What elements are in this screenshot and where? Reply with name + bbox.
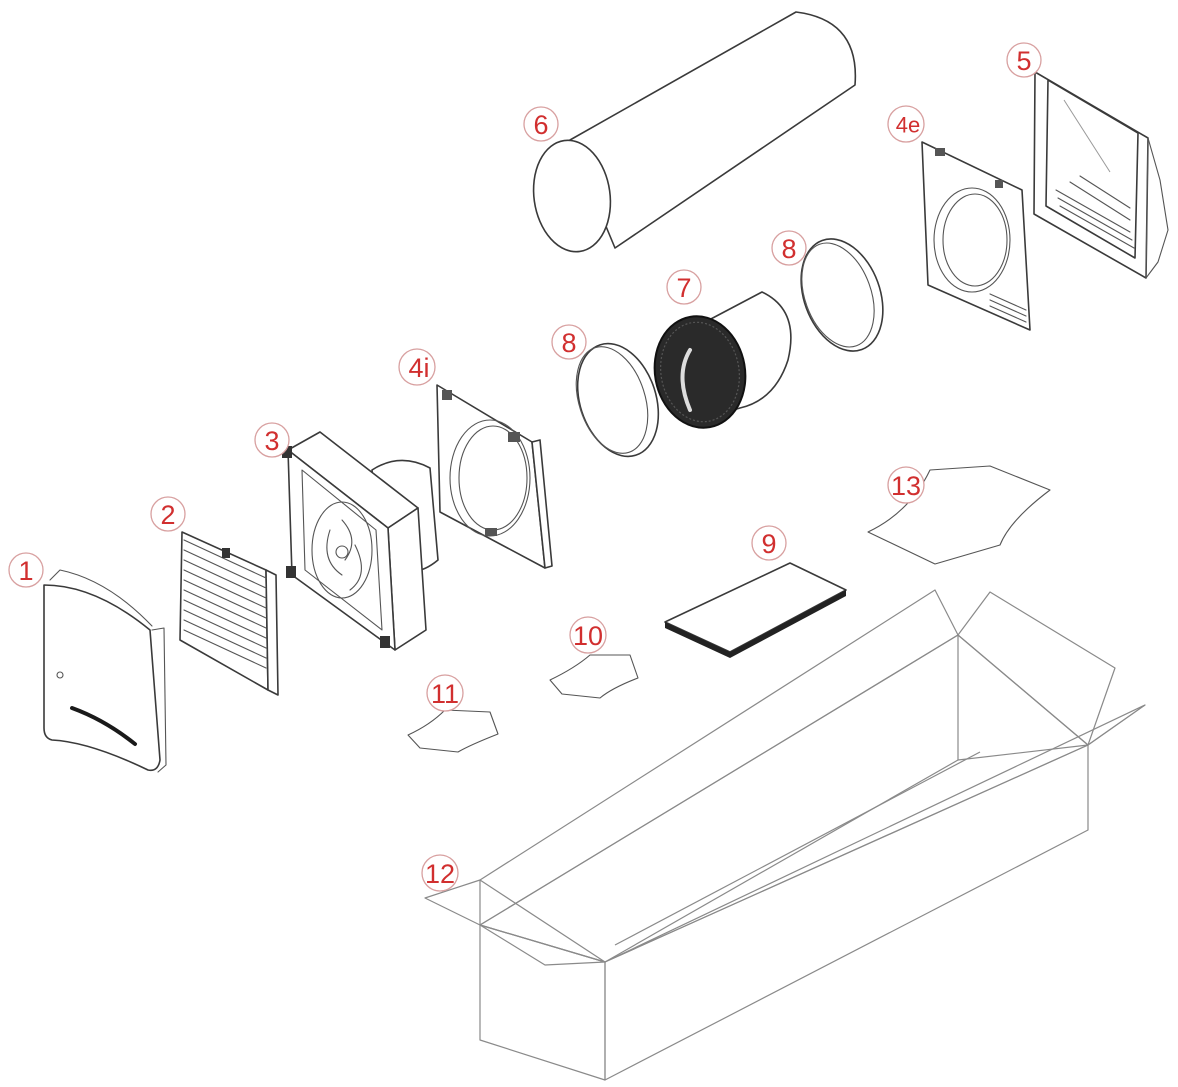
small-sheet-11	[407, 709, 499, 753]
svg-text:6: 6	[533, 110, 548, 140]
seal-ring-8b	[800, 238, 884, 352]
external-mounting-plate-4e	[921, 141, 1031, 331]
svg-text:8: 8	[781, 234, 796, 264]
label-7: 7	[666, 269, 702, 305]
front-cover-1	[43, 569, 167, 773]
label-2: 2	[150, 496, 186, 532]
svg-text:9: 9	[761, 529, 776, 559]
svg-text:3: 3	[264, 426, 279, 456]
svg-text:4i: 4i	[408, 353, 429, 383]
svg-text:5: 5	[1016, 46, 1031, 76]
label-5: 5	[1006, 42, 1042, 78]
label-13: 13	[887, 466, 925, 504]
svg-text:1: 1	[18, 556, 33, 586]
svg-text:13: 13	[891, 471, 921, 501]
svg-text:11: 11	[431, 679, 459, 709]
duct-tube-6	[532, 11, 857, 253]
external-hood-5	[1033, 71, 1169, 279]
label-4i: 4i	[398, 348, 436, 386]
manual-booklet-9	[664, 562, 847, 658]
svg-text:8: 8	[561, 328, 576, 358]
label-12: 12	[421, 854, 459, 892]
seal-ring-8a	[575, 342, 660, 458]
label-8a: 8	[551, 324, 587, 360]
internal-mounting-plate-4i	[436, 384, 553, 569]
shipping-box	[424, 589, 1146, 1081]
label-1: 1	[8, 552, 44, 588]
label-4e: 4e	[887, 105, 925, 143]
svg-text:12: 12	[425, 859, 455, 889]
label-10: 10	[569, 616, 607, 654]
instruction-sheet-13	[867, 465, 1051, 565]
svg-text:10: 10	[573, 621, 603, 651]
hood-louvres	[1055, 175, 1135, 249]
label-9: 9	[751, 525, 787, 561]
label-6: 6	[523, 106, 559, 142]
label-3: 3	[254, 422, 290, 458]
label-11: 11	[426, 674, 464, 712]
svg-text:2: 2	[160, 500, 175, 530]
svg-text:7: 7	[676, 273, 691, 303]
plate-vents	[989, 293, 1027, 323]
small-sheet-10	[549, 654, 639, 699]
label-8b: 8	[771, 230, 807, 266]
heat-exchanger-7	[653, 291, 792, 429]
svg-text:4e: 4e	[896, 113, 920, 138]
grille-slats	[183, 539, 267, 669]
fan-housing-3	[282, 431, 439, 651]
louvre-grille-2	[179, 531, 279, 696]
part-labels: 1 2 3 4i 8 7 8 6	[8, 42, 1042, 892]
